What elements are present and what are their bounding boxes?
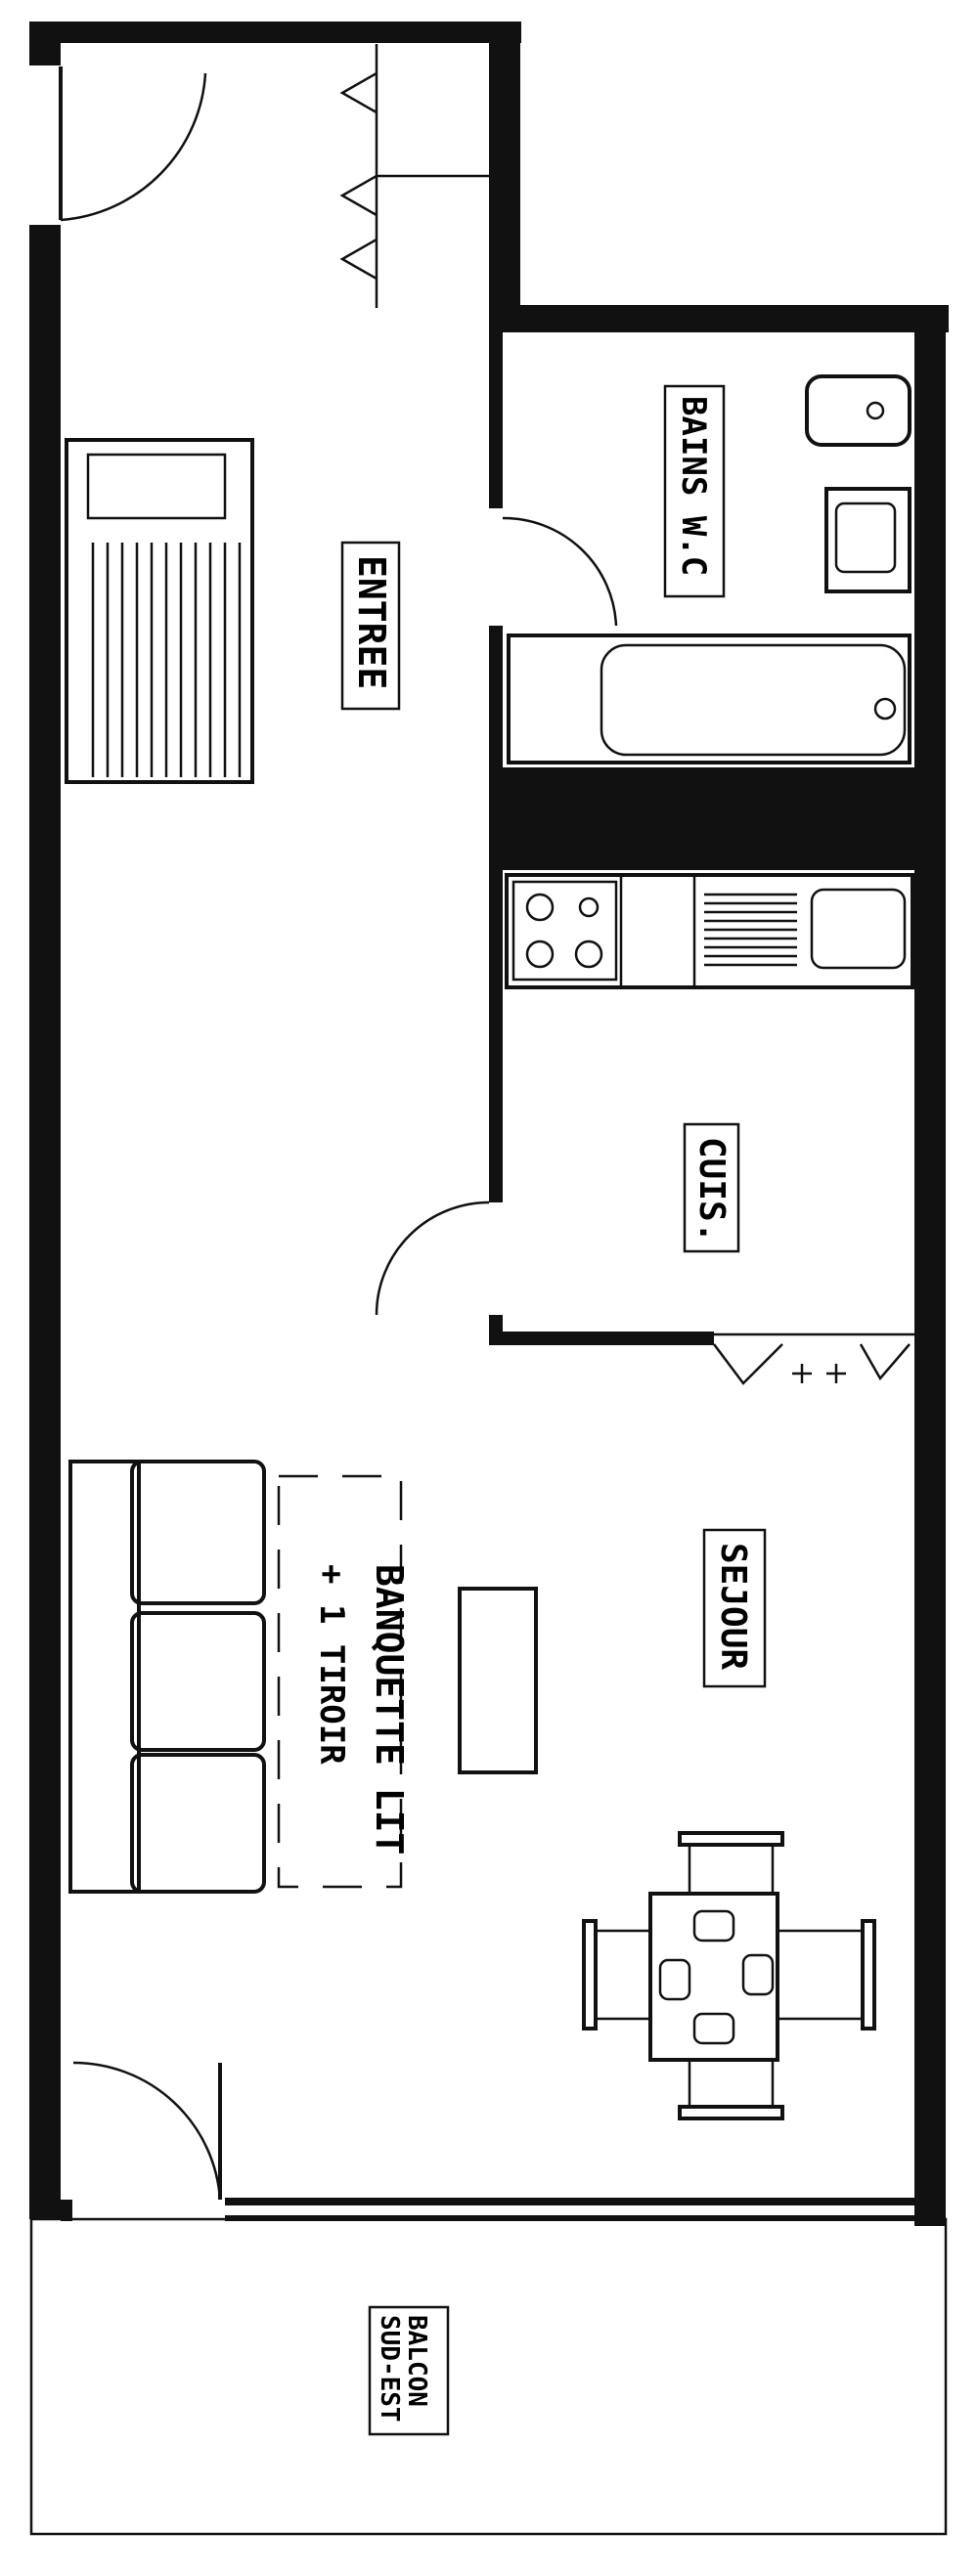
kitchen-cabinets <box>713 1332 914 1385</box>
entry-door <box>59 66 207 222</box>
room-label-balcony: BALCON SUD-EST <box>368 2305 450 2436</box>
walls <box>29 22 949 2226</box>
sink <box>824 487 911 593</box>
room-label-living: SEJOUR <box>702 1528 767 1688</box>
svg-text:SUD-EST: SUD-EST <box>375 2315 404 2423</box>
storage-unit <box>65 438 254 784</box>
kitchen-sink <box>810 888 907 970</box>
toilet <box>805 374 911 447</box>
balcony-door <box>72 2061 222 2201</box>
svg-text:BALCON: BALCON <box>402 2315 431 2407</box>
kitchen-counter <box>505 873 914 989</box>
stove-icon <box>511 880 618 982</box>
bathtub <box>507 633 911 764</box>
sofa-bed <box>68 1460 403 1894</box>
svg-text:ENTREE: ENTREE <box>350 555 393 689</box>
room-label-bathroom: BAINS W.C <box>663 384 726 598</box>
room-label-entry: ENTREE <box>340 541 401 711</box>
svg-text:BAINS W.C: BAINS W.C <box>674 396 713 576</box>
kitchen-door <box>375 1201 490 1316</box>
room-label-kitchen: CUIS. <box>683 1122 740 1253</box>
balcony-outline <box>29 2217 948 2536</box>
dining-table <box>582 1831 876 2120</box>
svg-text:CUIS.: CUIS. <box>691 1137 732 1243</box>
sofa-label-line2: + 1 TIROIR <box>312 1564 351 1765</box>
closet <box>339 44 489 308</box>
sofa-label-line1: BANQUETTE LIT <box>368 1564 411 1855</box>
coffee-table <box>458 1587 538 1774</box>
bathroom-door <box>502 516 618 627</box>
svg-text:SEJOUR: SEJOUR <box>713 1543 753 1670</box>
